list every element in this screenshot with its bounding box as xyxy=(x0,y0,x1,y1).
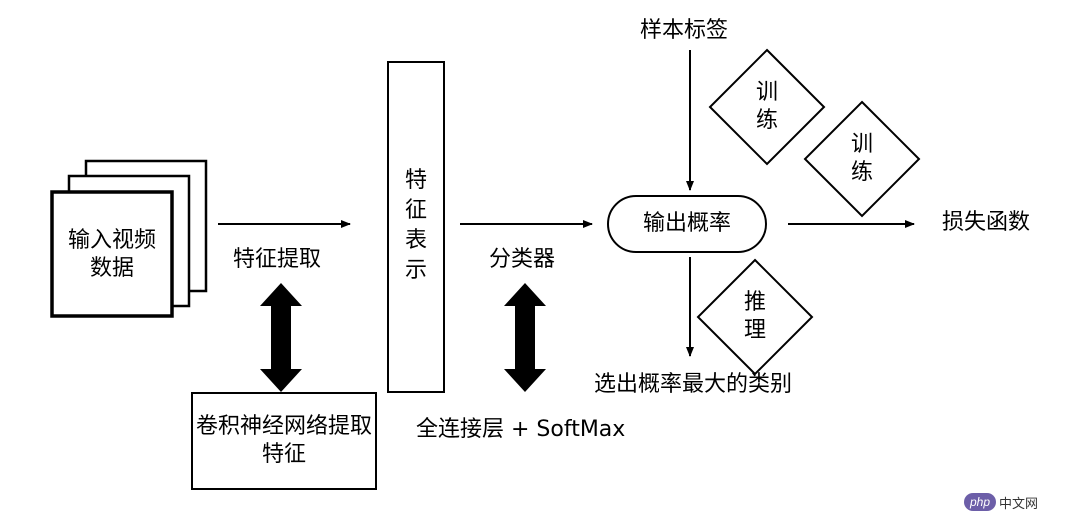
watermark: php 中文网 xyxy=(964,492,1038,512)
feature-repr-frame xyxy=(387,61,445,393)
step-classifier-label: 分类器 xyxy=(489,247,556,272)
step-extract-label: 特征提取 xyxy=(233,247,322,272)
loss-function-label: 损失函数 xyxy=(942,210,1031,235)
double-arrow-extract xyxy=(260,283,302,392)
output-prob-frame xyxy=(607,195,767,253)
train-diamond-2-shape xyxy=(803,100,921,218)
double-arrow-classifier xyxy=(504,283,546,392)
select-max-label: 选出概率最大的类别 xyxy=(594,372,793,397)
output-prob-label: 输出概率 xyxy=(642,211,731,236)
fc-softmax-label: 全连接层 + SoftMax xyxy=(416,417,626,442)
cnn-box-frame xyxy=(191,392,377,490)
train-diamond-1-shape xyxy=(708,48,826,166)
infer-diamond-label: 推理 xyxy=(743,290,766,343)
cnn-box-label: 卷积神经网络提取特征 xyxy=(196,414,373,467)
sample-label-text: 样本标签 xyxy=(640,18,729,43)
watermark-badge: php xyxy=(964,493,997,511)
input-stack xyxy=(50,159,208,318)
train-diamond-2-label: 训练 xyxy=(850,132,873,185)
infer-diamond-shape xyxy=(696,258,814,376)
watermark-site: 中文网 xyxy=(999,496,1039,512)
feature-repr-label: 特征表示 xyxy=(404,168,427,283)
input-box-label: 输入视频数据 xyxy=(67,228,156,281)
input-frame-front xyxy=(50,190,174,318)
train-diamond-1-label: 训练 xyxy=(755,80,778,133)
